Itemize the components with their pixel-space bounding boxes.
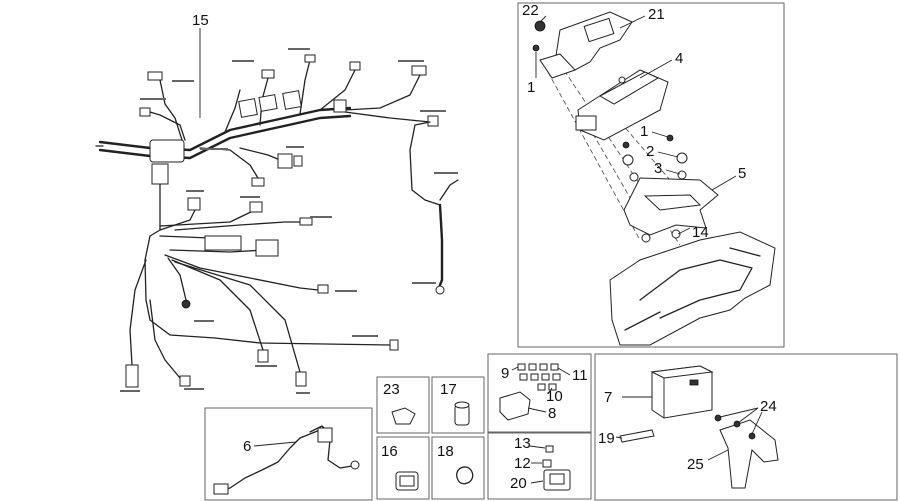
cable-tie-18-icon [456, 466, 474, 485]
bracket-25-icon [719, 419, 779, 489]
harness-6-panel [204, 407, 373, 501]
callout-13: 13 [514, 435, 531, 452]
panel-relay [487, 432, 592, 500]
battery-assembly [619, 365, 779, 489]
sub-harness-6 [213, 425, 360, 495]
panel-fuses [487, 353, 592, 433]
callout-9: 9 [501, 365, 509, 382]
callout-17: 17 [440, 381, 457, 398]
callout-6: 6 [243, 438, 251, 455]
callout-2: 2 [646, 143, 654, 160]
panel-17 [431, 376, 485, 434]
fuse-12-icon [542, 459, 552, 468]
ecu-panel-frame [517, 2, 785, 348]
clip-23-icon [391, 407, 416, 425]
panel-23 [376, 376, 430, 434]
callout-19: 19 [598, 430, 615, 447]
fuse-set [499, 363, 561, 421]
callout-1a: 1 [527, 79, 535, 96]
callout-18: 18 [437, 443, 454, 460]
callout-23: 23 [383, 381, 400, 398]
callout-14: 14 [692, 224, 709, 241]
fuse-13-icon [545, 445, 554, 453]
panel-18 [431, 436, 485, 500]
callout-8: 8 [548, 405, 556, 422]
ecu-assembly [532, 11, 776, 346]
callout-7: 7 [604, 389, 612, 406]
callout-16: 16 [381, 443, 398, 460]
callout-25: 25 [687, 456, 704, 473]
main-wiring-harness [95, 48, 459, 394]
callout-24: 24 [760, 398, 777, 415]
panel-16 [376, 436, 430, 500]
fuse-box-8-icon [499, 391, 531, 421]
callout-12: 12 [514, 455, 531, 472]
callout-5: 5 [738, 165, 746, 182]
callout-22: 22 [522, 2, 539, 19]
callout-15: 15 [192, 12, 209, 29]
callout-1b: 1 [640, 123, 648, 140]
callout-10: 10 [546, 388, 563, 405]
pad-19-icon [619, 429, 655, 443]
callout-21: 21 [648, 6, 665, 23]
battery-panel [594, 353, 898, 501]
callout-4: 4 [675, 50, 683, 67]
callout-3: 3 [654, 160, 662, 177]
callout-11: 11 [572, 367, 588, 384]
callout-20: 20 [510, 475, 527, 492]
harness-fine-labels [120, 48, 458, 394]
